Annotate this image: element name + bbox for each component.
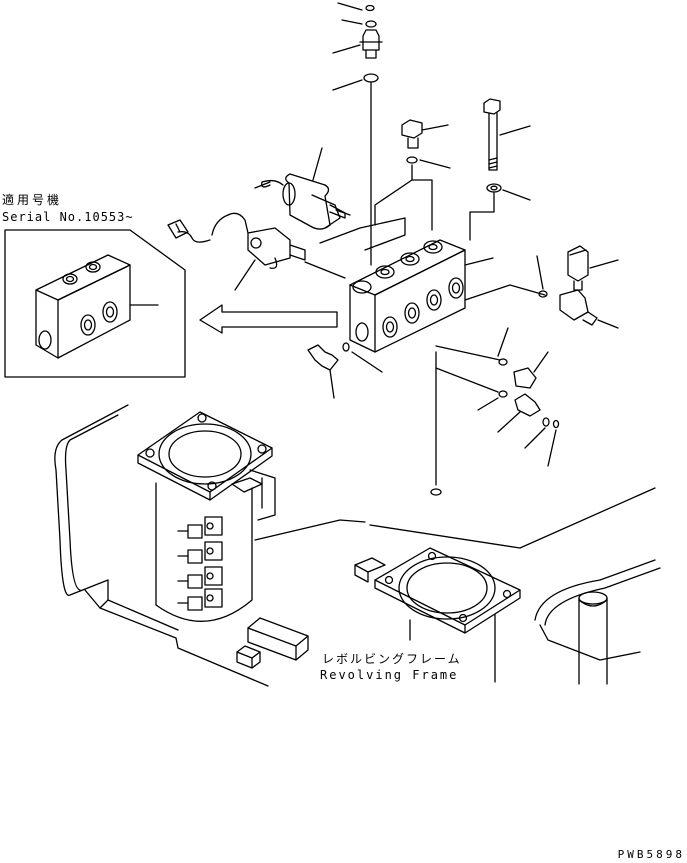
pressure-switch [464,245,619,329]
drawing-code: PWB5898 [617,848,685,861]
swivel-joint-housing [137,411,276,622]
mounting-pads [236,617,309,669]
solenoid-upper [254,147,351,230]
revolving-frame-label-en: Revolving Frame [320,668,459,682]
revolving-frame [54,404,661,687]
serial-inset-box [4,229,186,378]
solenoid-lower [167,212,346,291]
valve-block [349,239,494,496]
bolt-and-washers [319,98,531,251]
direction-arrow [199,304,338,334]
top-hardware-stack [332,2,383,266]
applicable-models-label: 適用号機 [2,193,63,207]
serial-range-label: Serial No.10553~ [2,210,134,224]
revolving-frame-label-jp: レボルビングフレーム [322,652,462,666]
frame-flange-right [354,547,521,634]
elbow-fitting [307,342,383,399]
plugs-and-orings [435,327,560,467]
